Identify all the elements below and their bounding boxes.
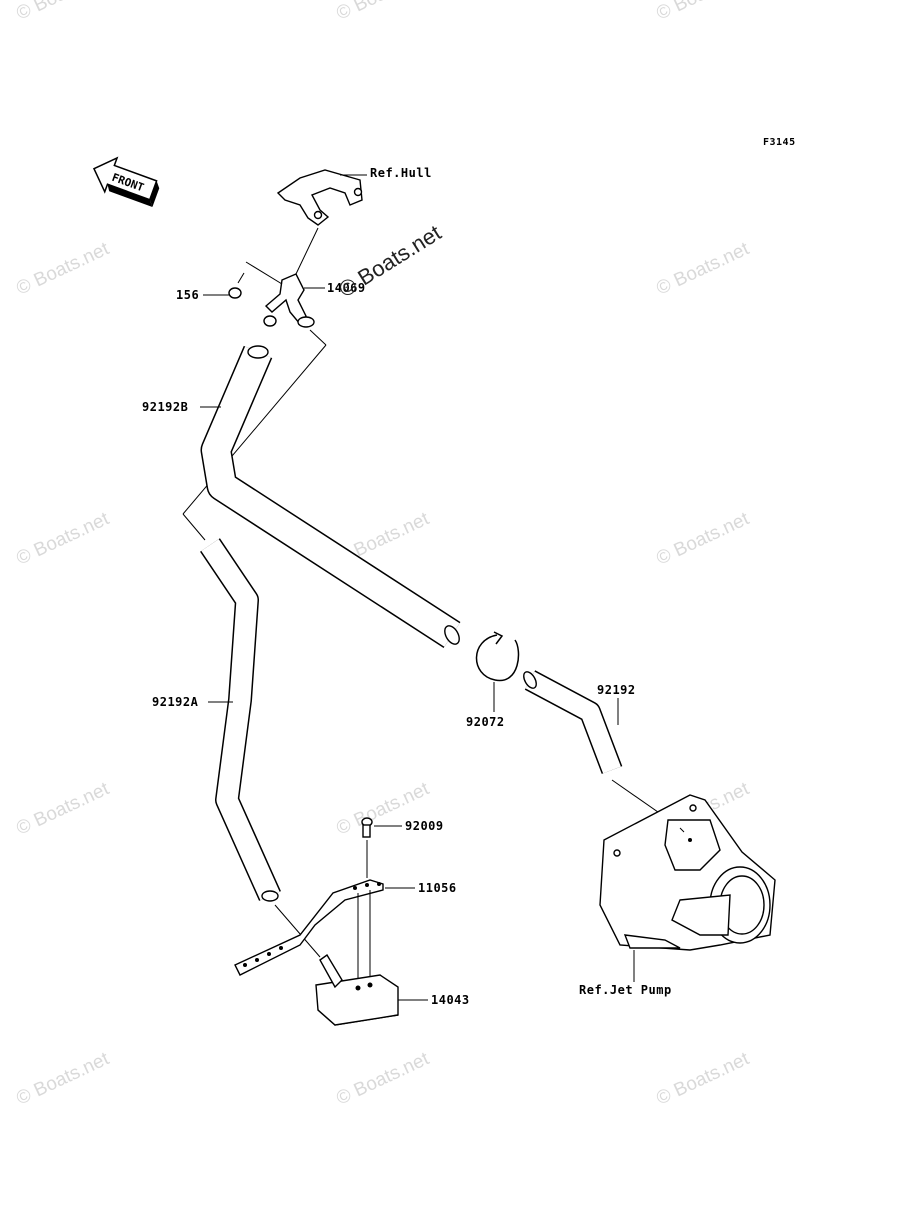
watermark: © Boats.net [653,1048,753,1109]
label-92192B: 92192B [142,400,188,414]
hose-92192A [200,538,281,902]
fitting-14069 [263,273,315,328]
screw-92009 [361,817,373,838]
hull-bracket [276,169,363,226]
hose-92192 [523,670,623,774]
watermark: © Boats.net [333,1048,433,1109]
jet-pump [599,794,776,951]
label-11056: 11056 [418,881,457,895]
label-92072: 92072 [466,715,505,729]
label-92192: 92192 [597,683,636,697]
hose-92192B [200,345,461,649]
label-14069: 14069 [327,281,366,295]
label-156: 156 [176,288,199,302]
watermark: © Boats.net [13,0,113,25]
watermark: © Boats.net [13,238,113,299]
watermark: © Boats.net [13,778,113,839]
watermark: © Boats.net [333,0,433,25]
watermark: © Boats.net [653,508,753,569]
figure-id: F3145 [763,137,796,148]
overlay-watermark: © Boats.net [334,220,445,302]
front-arrow-icon: FRONT [92,156,160,208]
label-ref-hull: Ref.Hull [370,166,432,180]
filter-14043 [315,953,399,1026]
label-92192A: 92192A [152,695,199,709]
bolt-156 [228,272,245,299]
watermark: © Boats.net [13,508,113,569]
watermark: © Boats.net [653,238,753,299]
label-92009: 92009 [405,819,444,833]
bracket-11056 [234,879,384,976]
label-14043: 14043 [431,993,470,1007]
clamp-92072 [475,631,520,682]
label-ref-jet-pump: Ref.Jet Pump [579,983,672,997]
watermark: © Boats.net [13,1048,113,1109]
watermark: © Boats.net [653,0,753,25]
